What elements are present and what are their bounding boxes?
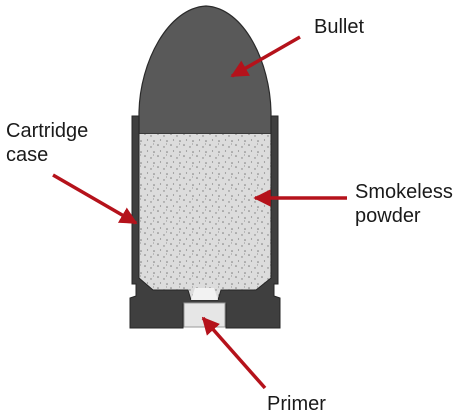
primer-arrow	[201, 316, 267, 390]
bullet-arrow	[230, 35, 301, 78]
cartridge-case-label: Cartridge case	[6, 120, 89, 166]
powder-fill	[138, 134, 271, 300]
primer-shape	[183, 302, 226, 328]
smokeless-powder-label: Smokeless powder	[355, 181, 453, 227]
cartridge-case-shape	[129, 115, 281, 329]
primer-label: Primer	[267, 393, 326, 415]
flash-hole	[191, 288, 218, 300]
bullet-shape	[138, 5, 272, 135]
bullet-label: Bullet	[314, 16, 365, 38]
cartridge-case-arrow	[52, 173, 138, 225]
